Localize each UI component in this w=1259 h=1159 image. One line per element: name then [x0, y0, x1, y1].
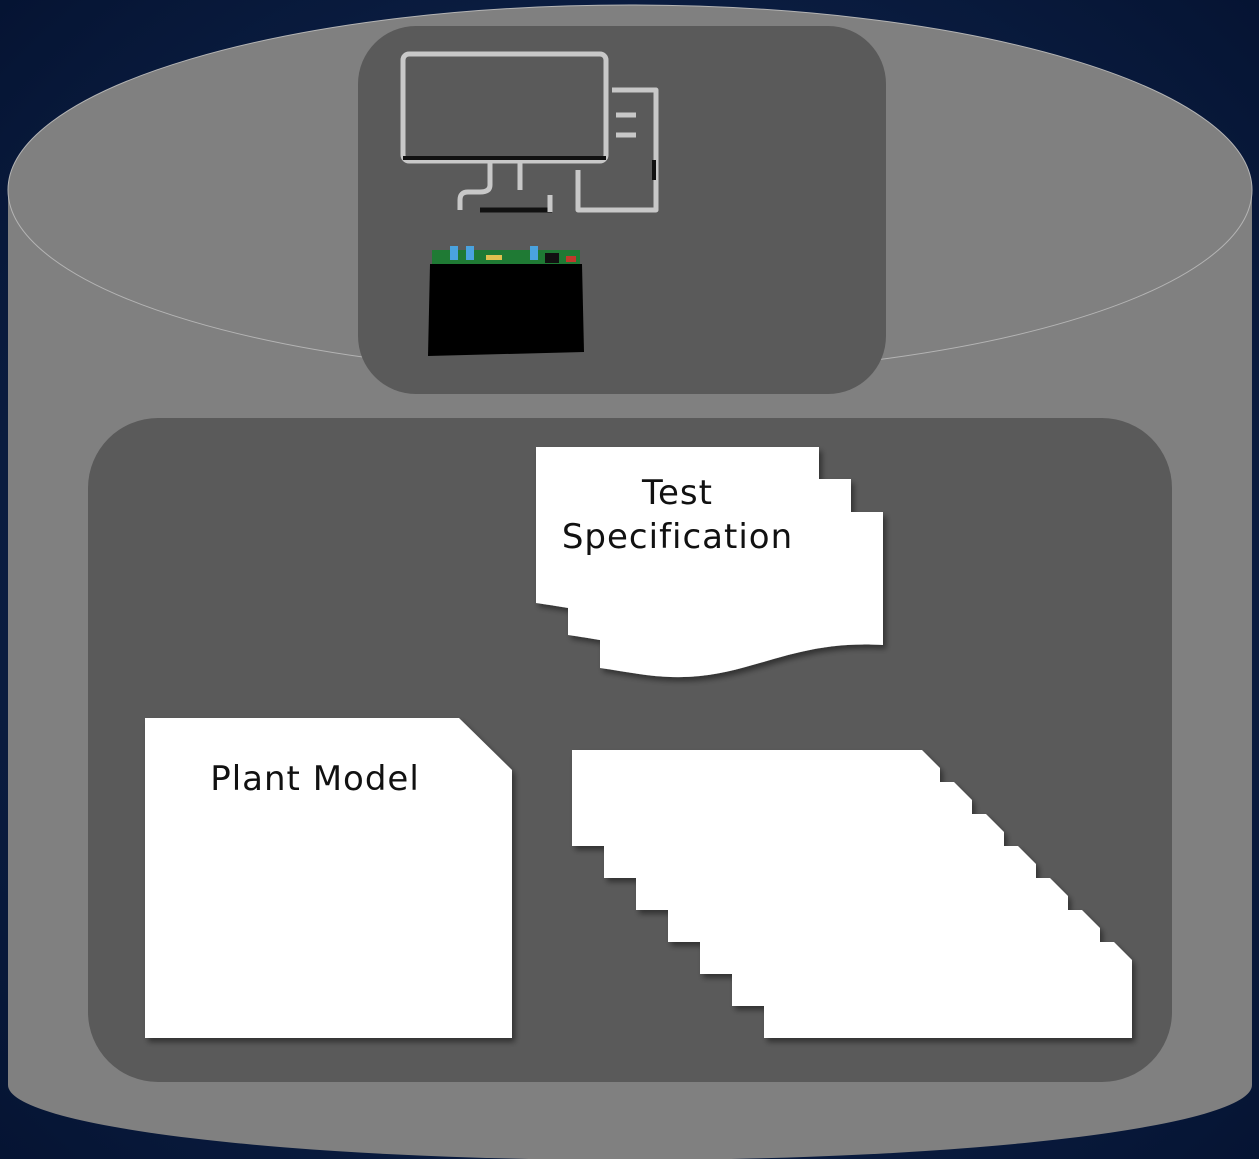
plant-model-document — [145, 718, 512, 1038]
circuit-board-icon — [428, 246, 584, 356]
test-spec-front-page — [536, 447, 819, 613]
document-card-stack — [572, 750, 1132, 1038]
test-specification-document — [536, 447, 883, 678]
desktop-computer-icon — [400, 51, 659, 213]
stack-card — [572, 750, 940, 846]
